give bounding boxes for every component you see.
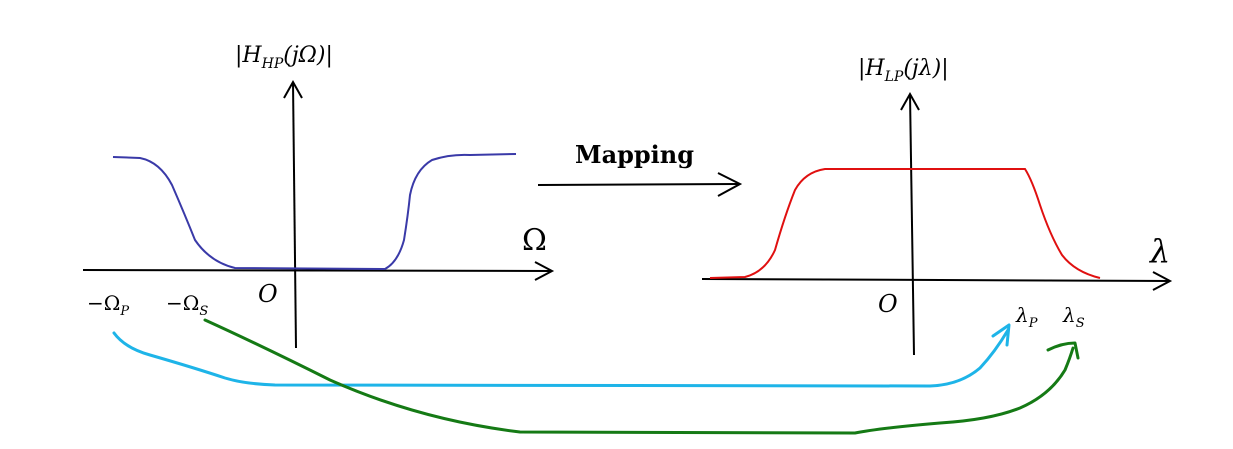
highpass-tick-passband: −ΩP xyxy=(87,291,129,319)
lowpass-origin-label: O xyxy=(878,290,898,318)
highpass-y-axis-arrowhead xyxy=(283,79,303,99)
highpass-tick-stopband: −ΩS xyxy=(166,291,208,319)
highpass-y-axis-label: |HHP(jΩ)| xyxy=(235,43,333,72)
highpass-origin-label: O xyxy=(258,280,278,308)
lowpass-x-axis xyxy=(701,278,1171,282)
mapping-arrow-shaft xyxy=(537,183,739,186)
lowpass-y-axis-label: |HLP(jλ)| xyxy=(858,56,949,85)
highpass-x-axis-arrowhead xyxy=(534,261,555,281)
lowpass-tick-stopband: λS xyxy=(1062,303,1085,331)
mapping-arrow-group: Mapping xyxy=(537,140,743,197)
highpass-x-axis-label: Ω xyxy=(522,223,547,258)
mapping-arrow-head xyxy=(717,172,743,197)
lowpass-y-axis xyxy=(909,93,915,356)
passband-mapping-arrowhead xyxy=(991,323,1011,347)
lowpass-x-axis-label: λ xyxy=(1148,232,1170,270)
lowpass-magnitude-curve xyxy=(709,168,1101,279)
mapping-curves xyxy=(112,318,1080,435)
highpass-x-axis xyxy=(82,269,552,272)
lowpass-tick-passband: λP xyxy=(1015,303,1038,331)
stopband-mapping-arrowhead xyxy=(1046,341,1080,360)
lowpass-x-axis-arrowhead xyxy=(1152,271,1173,291)
highpass-y-axis xyxy=(292,81,297,349)
passband-mapping-curve xyxy=(112,328,1010,388)
lowpass-plot: |HLP(jλ)| λ O λP λS xyxy=(701,56,1173,356)
highpass-plot: |HHP(jΩ)| Ω O −ΩP −ΩS xyxy=(82,43,555,349)
lowpass-y-axis-arrowhead xyxy=(900,91,920,111)
stopband-mapping-curve xyxy=(203,318,1075,435)
mapping-label: Mapping xyxy=(575,140,694,169)
highpass-magnitude-curve xyxy=(112,153,517,271)
